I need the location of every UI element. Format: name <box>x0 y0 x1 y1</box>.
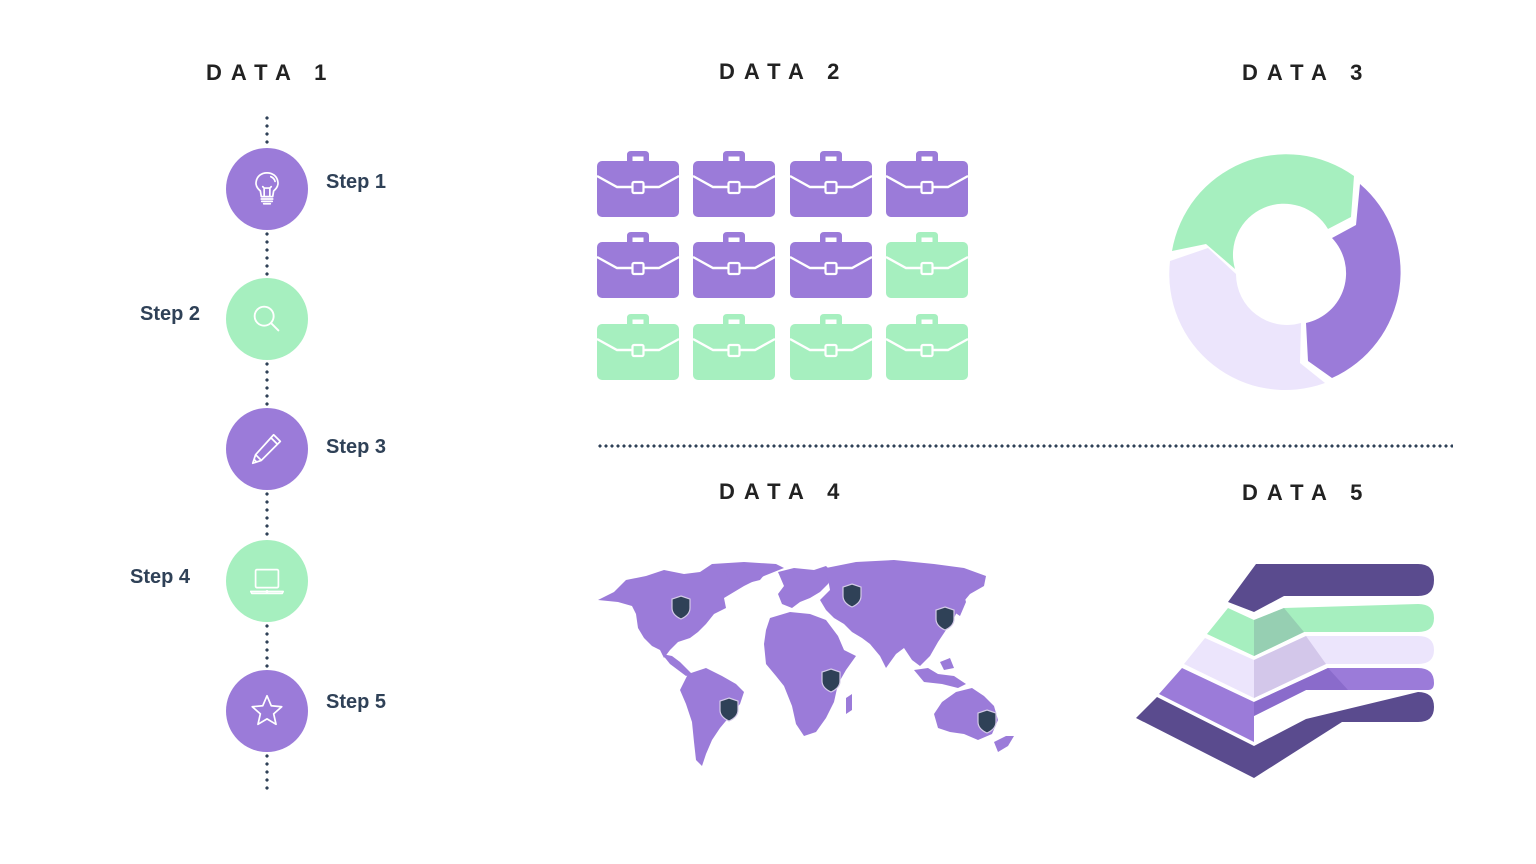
data1-heading: DATA 1 <box>206 60 336 85</box>
briefcase-icon <box>788 312 874 382</box>
star-icon <box>251 694 283 726</box>
timeline-connector <box>265 360 269 408</box>
briefcase-icon <box>788 149 874 219</box>
timeline-connector <box>265 230 269 278</box>
shield-markers <box>671 583 997 734</box>
timeline-connector <box>265 752 269 794</box>
cycle-donut-chart <box>1169 154 1401 391</box>
step-3-label: Step 3 <box>326 436 387 458</box>
pyramid-level-2-shade <box>1254 608 1304 656</box>
briefcase-icon <box>884 312 970 382</box>
step-1-circle <box>226 148 308 230</box>
world-map <box>598 560 1014 766</box>
data5-heading: DATA 5 <box>1242 480 1372 505</box>
step-4-label: Step 4 <box>130 566 191 588</box>
step-2-label: Step 2 <box>140 303 201 325</box>
shield-icon <box>719 697 739 722</box>
shield-icon <box>935 606 955 631</box>
layered-pyramid <box>1136 564 1434 778</box>
search-icon <box>253 305 280 332</box>
step-4-circle <box>226 540 308 622</box>
pyramid-level-1 <box>1228 564 1434 612</box>
pyramid-level-4 <box>1159 668 1434 742</box>
pyramid-level-4-shade <box>1254 668 1348 716</box>
step-2-circle <box>226 278 308 360</box>
step-5-label: Step 5 <box>326 691 387 713</box>
timeline-connector <box>265 114 269 148</box>
briefcase-icon <box>595 312 681 382</box>
laptop-icon <box>249 568 285 595</box>
section-divider <box>597 444 1453 448</box>
shield-icon <box>842 583 862 608</box>
donut-segment-purple <box>1306 184 1401 378</box>
step-3-circle <box>226 408 308 490</box>
data3-heading: DATA 3 <box>1242 60 1372 85</box>
pyramid-level-5 <box>1136 692 1434 778</box>
briefcase-icon <box>691 149 777 219</box>
donut-segment-green <box>1172 154 1354 269</box>
donut-segment-lavender <box>1169 248 1325 391</box>
timeline-connector <box>265 622 269 670</box>
shield-icon <box>671 595 691 620</box>
briefcase-icon <box>788 230 874 300</box>
pencil-icon <box>251 433 282 465</box>
pyramid-level-3-shade <box>1254 636 1326 698</box>
briefcase-icon <box>884 230 970 300</box>
shield-icon <box>977 709 997 734</box>
data4-heading: DATA 4 <box>719 479 849 504</box>
timeline-connector <box>265 490 269 540</box>
briefcase-icon <box>691 312 777 382</box>
briefcase-icon <box>595 149 681 219</box>
data2-heading: DATA 2 <box>719 59 849 84</box>
lightbulb-icon <box>255 171 279 205</box>
briefcase-icon <box>595 230 681 300</box>
step-1-label: Step 1 <box>326 171 387 193</box>
briefcase-icon <box>884 149 970 219</box>
shield-icon <box>821 668 841 693</box>
briefcase-icon <box>691 230 777 300</box>
step-5-circle <box>226 670 308 752</box>
